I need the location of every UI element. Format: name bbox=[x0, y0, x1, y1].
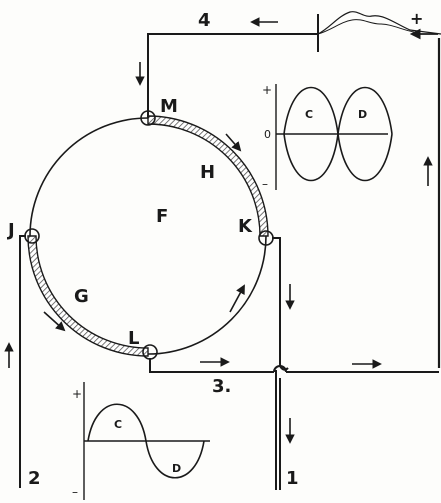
wire-3 bbox=[149, 358, 274, 373]
label-wire-3: 3. bbox=[212, 376, 231, 397]
graph-right bbox=[275, 84, 393, 190]
label-k: K bbox=[238, 216, 253, 237]
label-j: J bbox=[6, 220, 15, 241]
graph-right-c: C bbox=[305, 108, 313, 121]
label-f: F bbox=[156, 206, 168, 227]
graph-bottom-minus: – bbox=[72, 485, 78, 499]
top-waveform-2 bbox=[317, 19, 415, 35]
wire-3-hop bbox=[273, 365, 287, 373]
label-l: L bbox=[128, 328, 139, 349]
graph-right-d: D bbox=[358, 108, 367, 121]
top-waveform bbox=[317, 11, 441, 35]
graph-bottom-c: C bbox=[114, 418, 122, 431]
ring-arrow-right bbox=[229, 284, 245, 313]
winding-g bbox=[27, 235, 149, 357]
graph-bottom-d: D bbox=[172, 462, 181, 475]
graph-right-zero: 0 bbox=[264, 128, 271, 141]
wire-4 bbox=[147, 33, 318, 118]
wire-j-2 bbox=[19, 235, 26, 488]
wire-crossover bbox=[279, 363, 289, 490]
wire-k-1 bbox=[272, 237, 281, 364]
graph-right-plus: + bbox=[262, 83, 272, 97]
graph-bottom bbox=[83, 382, 210, 500]
sine-bottom bbox=[87, 403, 205, 479]
winding-h bbox=[147, 115, 269, 237]
ring-arrow-h bbox=[225, 133, 242, 152]
label-m: M bbox=[160, 96, 178, 117]
ring-arrow-g bbox=[43, 311, 66, 332]
graph-right-minus: – bbox=[262, 177, 268, 191]
label-h: H bbox=[200, 162, 215, 183]
graph-bottom-plus: + bbox=[72, 387, 82, 401]
label-g: G bbox=[74, 286, 89, 307]
label-wire-4: 4 bbox=[198, 10, 211, 31]
sine-right-2 bbox=[283, 86, 393, 182]
label-plus-top: + bbox=[410, 9, 423, 28]
label-terminal-1: 1 bbox=[286, 468, 299, 489]
label-terminal-2: 2 bbox=[28, 468, 41, 489]
